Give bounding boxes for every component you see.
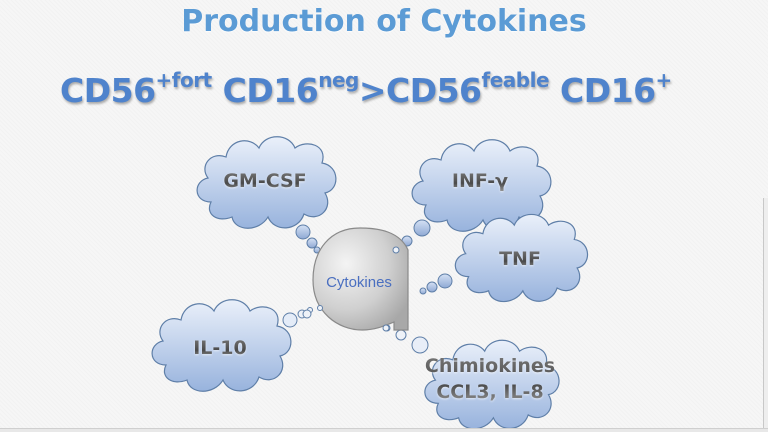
- subtitle-sup: neg: [318, 68, 359, 92]
- cloud-label-tnf: TNF: [460, 248, 580, 270]
- cloud-label-il-10: IL-10: [160, 337, 280, 359]
- cloud-tnf: [419, 213, 589, 303]
- slide-subtitle: CD56+fort CD16neg>CD56feable CD16+: [60, 68, 720, 110]
- cloud-label-chemokines: Chimiokines CCL3, IL-8: [420, 353, 560, 405]
- subtitle-base: >CD56: [358, 71, 482, 110]
- subtitle-base: CD56: [60, 71, 156, 110]
- slide-bottom-edge: [0, 428, 768, 432]
- slide-title: Production of Cytokines: [181, 4, 587, 39]
- center-label: Cytokines: [326, 274, 392, 291]
- cloud-gm-csf: [196, 135, 337, 254]
- subtitle-sup: +: [655, 68, 673, 92]
- subtitle-base: CD16: [549, 71, 656, 110]
- subtitle-sup: +fort: [155, 68, 213, 92]
- subtitle-part-1: CD56+fort: [60, 68, 213, 110]
- subtitle-part-4: CD16+: [549, 68, 673, 110]
- subtitle-sup: feable: [481, 68, 550, 92]
- cloud-label-inf-gamma: INF-γ: [420, 170, 540, 192]
- subtitle-part-2: CD16neg: [211, 68, 360, 110]
- subtitle-base: CD16: [211, 71, 319, 110]
- chemokines-line-2: CCL3, IL-8: [436, 381, 544, 403]
- slide-right-edge: [763, 198, 768, 431]
- subtitle-part-3: >CD56feable: [358, 68, 550, 110]
- chemokines-line-1: Chimiokines: [424, 355, 556, 377]
- center-bubble: [302, 227, 409, 332]
- cloud-label-gm-csf: GM-CSF: [205, 170, 325, 192]
